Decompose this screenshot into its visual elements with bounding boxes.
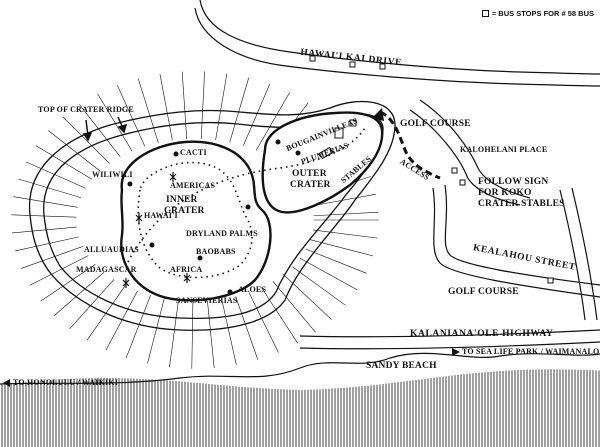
to-honolulu-label: TO HONOLULU / WAIKIKI [13,378,119,387]
kalohelani-place-label: KALOHELANI PLACE [460,145,548,154]
ridge-line [292,266,346,306]
to-sea-life-park-label: TO SEA LIFE PARK / WAIMANALO [462,347,600,356]
ridge-line [159,73,173,141]
bus-stop-square-icon [481,10,489,17]
plant-label-alluaudias: ALLUAUDIAS [84,245,139,254]
stables-buildings [318,119,357,160]
coastline-hatching [1,369,600,447]
plant-label-sansevierias: SANSEVIERIAS [176,296,238,305]
legend-text: = BUS STOPS FOR # 58 BUS [491,9,594,18]
outer-crater-label-1: OUTER [292,169,327,179]
ridge-line [105,290,138,351]
access-road [379,110,441,180]
ridge-line [147,298,165,364]
plant-label-aloes: ALOES [238,285,267,294]
ridge-line [25,161,86,189]
ridge-line [97,93,133,152]
access-arrow [372,108,384,121]
ridge-line [310,239,374,257]
ridge-line [35,145,93,180]
plant-markers [127,139,301,295]
outer-crater-outline [261,111,384,214]
inner-crater-label-2: CRATER [164,206,205,216]
follow-sign-line-1: FOLLOW SIGN [478,177,549,187]
ridge-line [283,274,332,320]
ridge-line [261,287,299,344]
ridge-line [79,104,121,158]
ridge-line [305,248,367,274]
ridge-line [54,272,105,316]
ridge-line [243,83,271,146]
ridge-line [255,92,290,151]
ridge-line [86,285,126,341]
plant-label-baobabs: BAOBABS [196,247,236,256]
ridge-line [248,292,279,353]
plant-label-americas: AMERICAS [170,181,216,190]
ridge-line [125,295,151,359]
ridge-line [69,279,115,329]
ridge-line [215,73,228,141]
plant-label-hawaii: HAWAI'I [144,211,178,220]
golf-course-north-label: GOLF COURSE [400,119,471,129]
ridge-line [191,301,194,369]
ridge-line [200,71,205,139]
outer-crater-label-2: CRATER [290,180,331,190]
kalanianaole-highway-label: KALANIANA'OLE HIGHWAY [410,329,554,339]
ridge-line [272,281,316,333]
ridge-line [117,85,146,147]
sandy-beach-label: SANDY BEACH [366,361,437,371]
legend: = BUS STOPS FOR # 58 BUS [481,9,594,18]
plant-label-africa: AFRICA [170,265,203,274]
ridge-line [221,299,237,366]
ridge-line [311,193,377,207]
inner-trail [137,161,253,279]
ridge-line [169,300,179,368]
roads [194,0,600,350]
top-of-crater-ridge-label: TOP OF CRATER RIDGE [38,105,134,114]
plant-label-cacti: CACTI [180,148,207,157]
ridge-line [29,255,89,286]
ridge-line [48,130,101,172]
ridge-line [312,229,378,239]
inner-crater-label-1: INNER [166,195,198,205]
bus-stops [309,55,554,284]
golf-course-south-label: GOLF COURSE [448,287,519,297]
ridge-line [11,214,77,218]
direction-arrows [3,348,460,387]
ridge-line [15,236,79,252]
ridge-line [18,178,81,198]
asterisk-markers [122,172,191,288]
ridge-line [299,257,358,291]
ridge-arrows [82,116,128,142]
ridge-line [62,116,110,164]
ridge-line [207,300,215,368]
plant-label-wiliwili: WILIWILI [92,170,133,179]
ridge-line [40,264,96,302]
ridge-line [229,77,250,143]
ridge-line [313,211,379,217]
ridge-line [235,296,259,360]
coastline [0,352,600,385]
follow-sign-line-2: FOR KOKO [478,188,532,198]
ridge-line [137,78,159,143]
ridge-line [181,71,188,139]
ridge-line [11,226,77,234]
plant-label-dryland-palms: DRYLAND PALMS [186,229,258,238]
plant-label-madagascar: MADAGASCAR [76,265,137,274]
ridge-line [21,246,83,269]
follow-sign-line-3: CRATER STABLES [478,199,565,209]
ridge-line [13,196,78,208]
inner-crater-outline [120,140,272,302]
